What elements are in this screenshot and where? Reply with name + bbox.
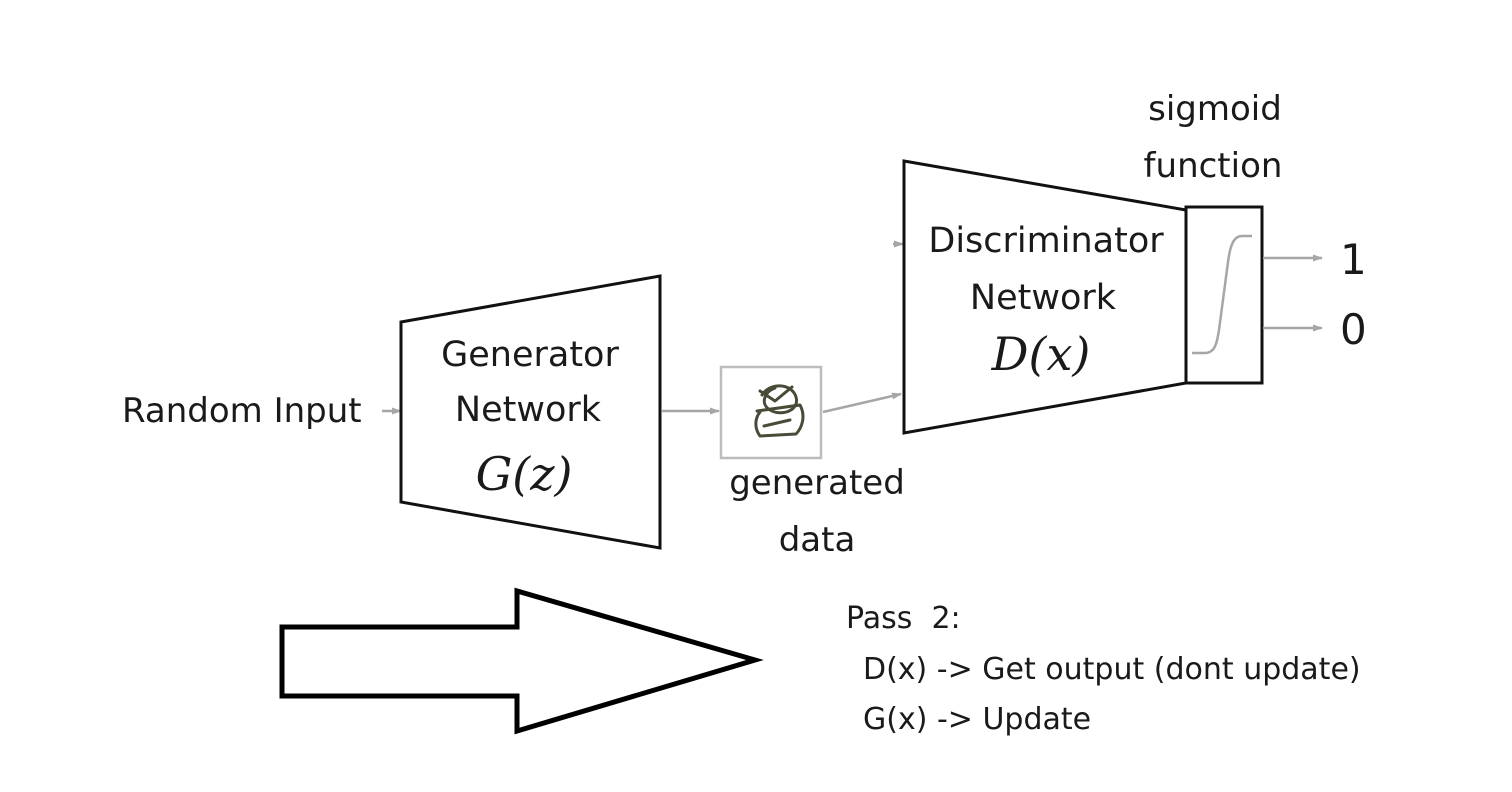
generated-data-label-1: generated <box>729 463 905 503</box>
pass-notes: Pass 2: D(x) -> Get output (dont update)… <box>846 601 1361 737</box>
generator-title: Generator <box>441 335 619 375</box>
output-zero-label: 0 <box>1340 305 1367 354</box>
discriminator-formula: D(x) <box>991 327 1091 381</box>
generated-data-label-2: data <box>779 520 856 560</box>
random-input-label: Random Input <box>122 391 362 431</box>
pass-title: Pass 2: <box>846 601 961 636</box>
scribble-sample-icon <box>754 384 805 438</box>
data-to-discriminator-arrow <box>822 392 902 414</box>
generator-subtitle: Network <box>455 390 602 430</box>
generator-formula: G(z) <box>476 447 573 501</box>
sigmoid-curve-icon <box>1192 234 1252 355</box>
pass-note-d: D(x) -> Get output (dont update) <box>863 652 1361 687</box>
sigmoid-label-2: function <box>1144 146 1283 186</box>
sigmoid-function: sigmoid function <box>1144 89 1283 385</box>
discriminator-title: Discriminator <box>928 221 1164 261</box>
sigmoid-label-1: sigmoid <box>1148 89 1282 129</box>
pass-note-g: G(x) -> Update <box>863 702 1091 737</box>
output-one-label: 1 <box>1340 235 1367 284</box>
generator-shape <box>399 274 662 550</box>
discriminator-network: Discriminator Network D(x) <box>902 159 1188 435</box>
generator-network: Generator Network G(z) <box>399 274 662 550</box>
generated-data: generated data <box>719 365 905 560</box>
generated-sample-box <box>719 365 823 460</box>
discriminator-subtitle: Network <box>970 278 1117 318</box>
big-arrow-icon <box>279 587 764 735</box>
